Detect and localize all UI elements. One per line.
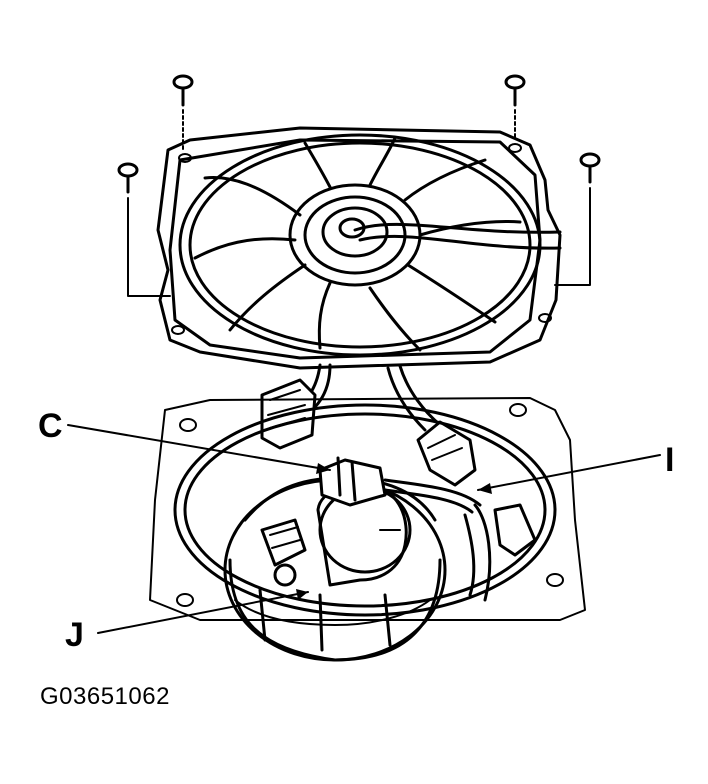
screw-left <box>117 162 171 297</box>
callout-label-i: I <box>665 441 675 479</box>
figure-id: G03651062 <box>40 683 170 710</box>
callout-leaders <box>67 424 661 634</box>
arrowhead-c <box>316 463 330 474</box>
callout-label-c: C <box>38 407 63 445</box>
fan-cover-assembly <box>156 126 562 370</box>
leader-c <box>67 424 331 471</box>
screw-right <box>554 152 601 286</box>
fan-wiring <box>298 363 442 432</box>
leader-i <box>477 454 661 491</box>
callout-label-j: J <box>65 616 84 654</box>
pump-flange-plate <box>149 397 586 621</box>
arrowhead-i <box>478 483 492 494</box>
fuel-pump-module <box>223 476 447 662</box>
mounting-screws <box>117 74 601 297</box>
screw-top-right <box>504 74 526 141</box>
upper-right-connector <box>416 420 477 487</box>
arrowhead-j <box>296 589 308 600</box>
right-harness <box>463 503 537 602</box>
screw-top-left <box>172 74 194 151</box>
fuel-line-connector <box>318 456 482 514</box>
leader-j <box>97 591 309 634</box>
